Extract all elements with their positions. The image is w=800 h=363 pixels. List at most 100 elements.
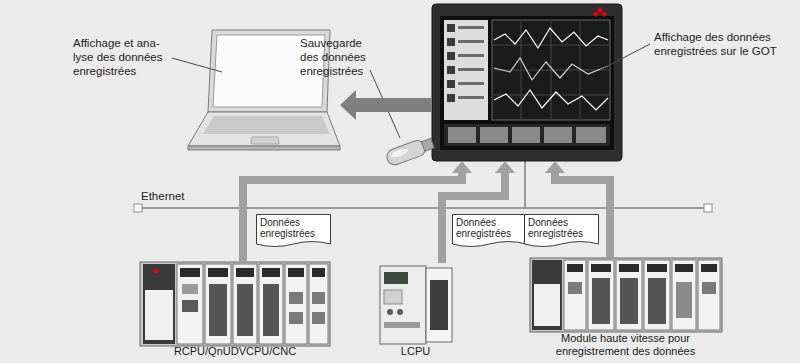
- plc-cpu-illustration: [384, 290, 402, 304]
- logging-module-illustration: [620, 278, 638, 324]
- plc-rack-node: RCPU/QnUDVCPU/CNC: [140, 261, 330, 360]
- logging-module-illustration: [588, 260, 614, 330]
- plc-cpu-illustration: [430, 280, 448, 330]
- got-illustration: [448, 127, 476, 143]
- logging-module-illustration: [616, 260, 642, 330]
- plc-rack-illustration: [262, 268, 280, 277]
- plc-rack-illustration: [205, 264, 231, 344]
- plc-rack-illustration: [208, 268, 228, 277]
- plc-rack-illustration: [236, 268, 254, 277]
- got-illustration: [444, 20, 488, 120]
- plc-cpu-illustration: [380, 266, 452, 344]
- logging-module-illustration: [532, 260, 562, 330]
- got-illustration: [492, 20, 610, 120]
- plc-cpu-illustration: [426, 268, 452, 342]
- got-illustration: [544, 127, 572, 143]
- ethernet-line: [134, 204, 142, 212]
- label-holder: Sauvegarde des données enregistrées: [300, 36, 382, 78]
- plc-rack-illustration: [237, 284, 253, 336]
- edge-label: Données enregistrées: [256, 214, 329, 247]
- callout-text: Affichage des données enregistrées sur l…: [654, 30, 784, 58]
- logging-module-illustration: [619, 264, 639, 272]
- got-illustration: [458, 96, 484, 99]
- usb-stick-illustration: [421, 138, 434, 151]
- document-shape: [453, 215, 527, 247]
- ethernet-line: [524, 161, 526, 208]
- plc-rack-illustration: [182, 284, 198, 294]
- usb-stick-illustration: [390, 147, 409, 159]
- plc-cpu-illustration: [384, 322, 420, 328]
- network-label: Ethernet: [141, 189, 211, 203]
- caption-holder: RCPU/QnUDVCPU/CNC: [141, 345, 329, 358]
- plc-rack-illustration: [288, 268, 304, 277]
- data-flow-arrow: [243, 173, 462, 261]
- document-tag: Données enregistrées: [524, 214, 599, 249]
- logging-module-illustration: [530, 258, 722, 332]
- got-illustration: [447, 80, 455, 88]
- got-illustration: [576, 127, 606, 143]
- logging-module-illustration: [676, 282, 692, 318]
- plc-rack-illustration: [312, 312, 325, 324]
- edge-label: Données enregistrées: [524, 214, 597, 247]
- logging-module-illustration: [647, 264, 667, 272]
- callout-holder: Affichage et ana- lyse des données enreg…: [73, 36, 179, 78]
- callout-holder: Affichage des données enregistrées sur l…: [654, 30, 784, 58]
- callout-text: Affichage et ana- lyse des données enreg…: [73, 36, 179, 78]
- laptop-illustration: [188, 112, 340, 146]
- logging-module-illustration: [698, 260, 720, 330]
- got-illustration: [458, 68, 484, 71]
- caption-text: RCPU/QnUDVCPU/CNC: [141, 345, 329, 358]
- plc-rack-illustration: [182, 300, 198, 312]
- got-node: Affichage des données enregistrées sur l…: [432, 4, 622, 161]
- plc-rack-illustration: [177, 264, 203, 344]
- got-illustration: [444, 124, 610, 146]
- leader-line: [172, 44, 650, 138]
- logging-module-illustration: [564, 260, 586, 330]
- plc-cpu-node: LCPU: [378, 263, 453, 360]
- plc-rack-illustration: [289, 312, 303, 324]
- callout-text: Sauvegarde des données enregistrées: [300, 36, 382, 78]
- plc-cpu-illustration: [397, 309, 403, 315]
- plc-rack-illustration: [312, 292, 325, 304]
- caption-holder: LCPU: [378, 345, 453, 358]
- plc-rack-illustration: [289, 292, 303, 304]
- got-illustration: [458, 82, 484, 85]
- got-illustration: [580, 20, 581, 120]
- got-illustration: [551, 20, 552, 120]
- logging-module-illustration: [568, 282, 582, 294]
- caption-holder: Module haute vitesse pour enregistrement…: [537, 332, 715, 358]
- plc-rack-illustration: [145, 290, 173, 340]
- leader-line: [172, 58, 222, 72]
- logging-module-illustration: [648, 278, 666, 324]
- plc-rack-illustration: [143, 264, 175, 344]
- caption-text: Module haute vitesse pour enregistrement…: [537, 332, 715, 358]
- plc-cpu-illustration: [384, 272, 408, 284]
- document-shape: [525, 215, 599, 247]
- logging-module-node: Module haute vitesse pour enregistrement…: [528, 258, 723, 360]
- plc-rack-illustration: [309, 264, 328, 344]
- got-illustration: [458, 54, 484, 57]
- document-tag: Données enregistrées: [256, 214, 331, 249]
- logging-module-illustration: [672, 260, 696, 330]
- label-holder: Ethernet: [141, 189, 211, 203]
- got-illustration: [432, 4, 622, 161]
- got-illustration: [440, 16, 614, 150]
- plc-rack-illustration: [263, 284, 279, 336]
- got-illustration: [447, 66, 455, 74]
- logging-module-illustration: [567, 264, 583, 272]
- plc-rack-illustration: [259, 264, 283, 344]
- plc-rack-illustration: [140, 262, 330, 346]
- plc-rack-illustration: [233, 264, 257, 344]
- got-illustration: [458, 40, 484, 43]
- laptop-illustration: [251, 137, 279, 144]
- logging-module-illustration: [530, 258, 722, 332]
- document-shape: [257, 215, 331, 247]
- got-illustration: [447, 24, 455, 32]
- laptop-illustration: [188, 146, 340, 150]
- plc-rack-illustration: [312, 268, 325, 277]
- data-flow-arrow: [356, 98, 432, 112]
- got-illustration: [447, 94, 455, 102]
- got-illustration: [601, 11, 607, 17]
- got-illustration: [432, 4, 622, 161]
- got-illustration: [492, 20, 610, 120]
